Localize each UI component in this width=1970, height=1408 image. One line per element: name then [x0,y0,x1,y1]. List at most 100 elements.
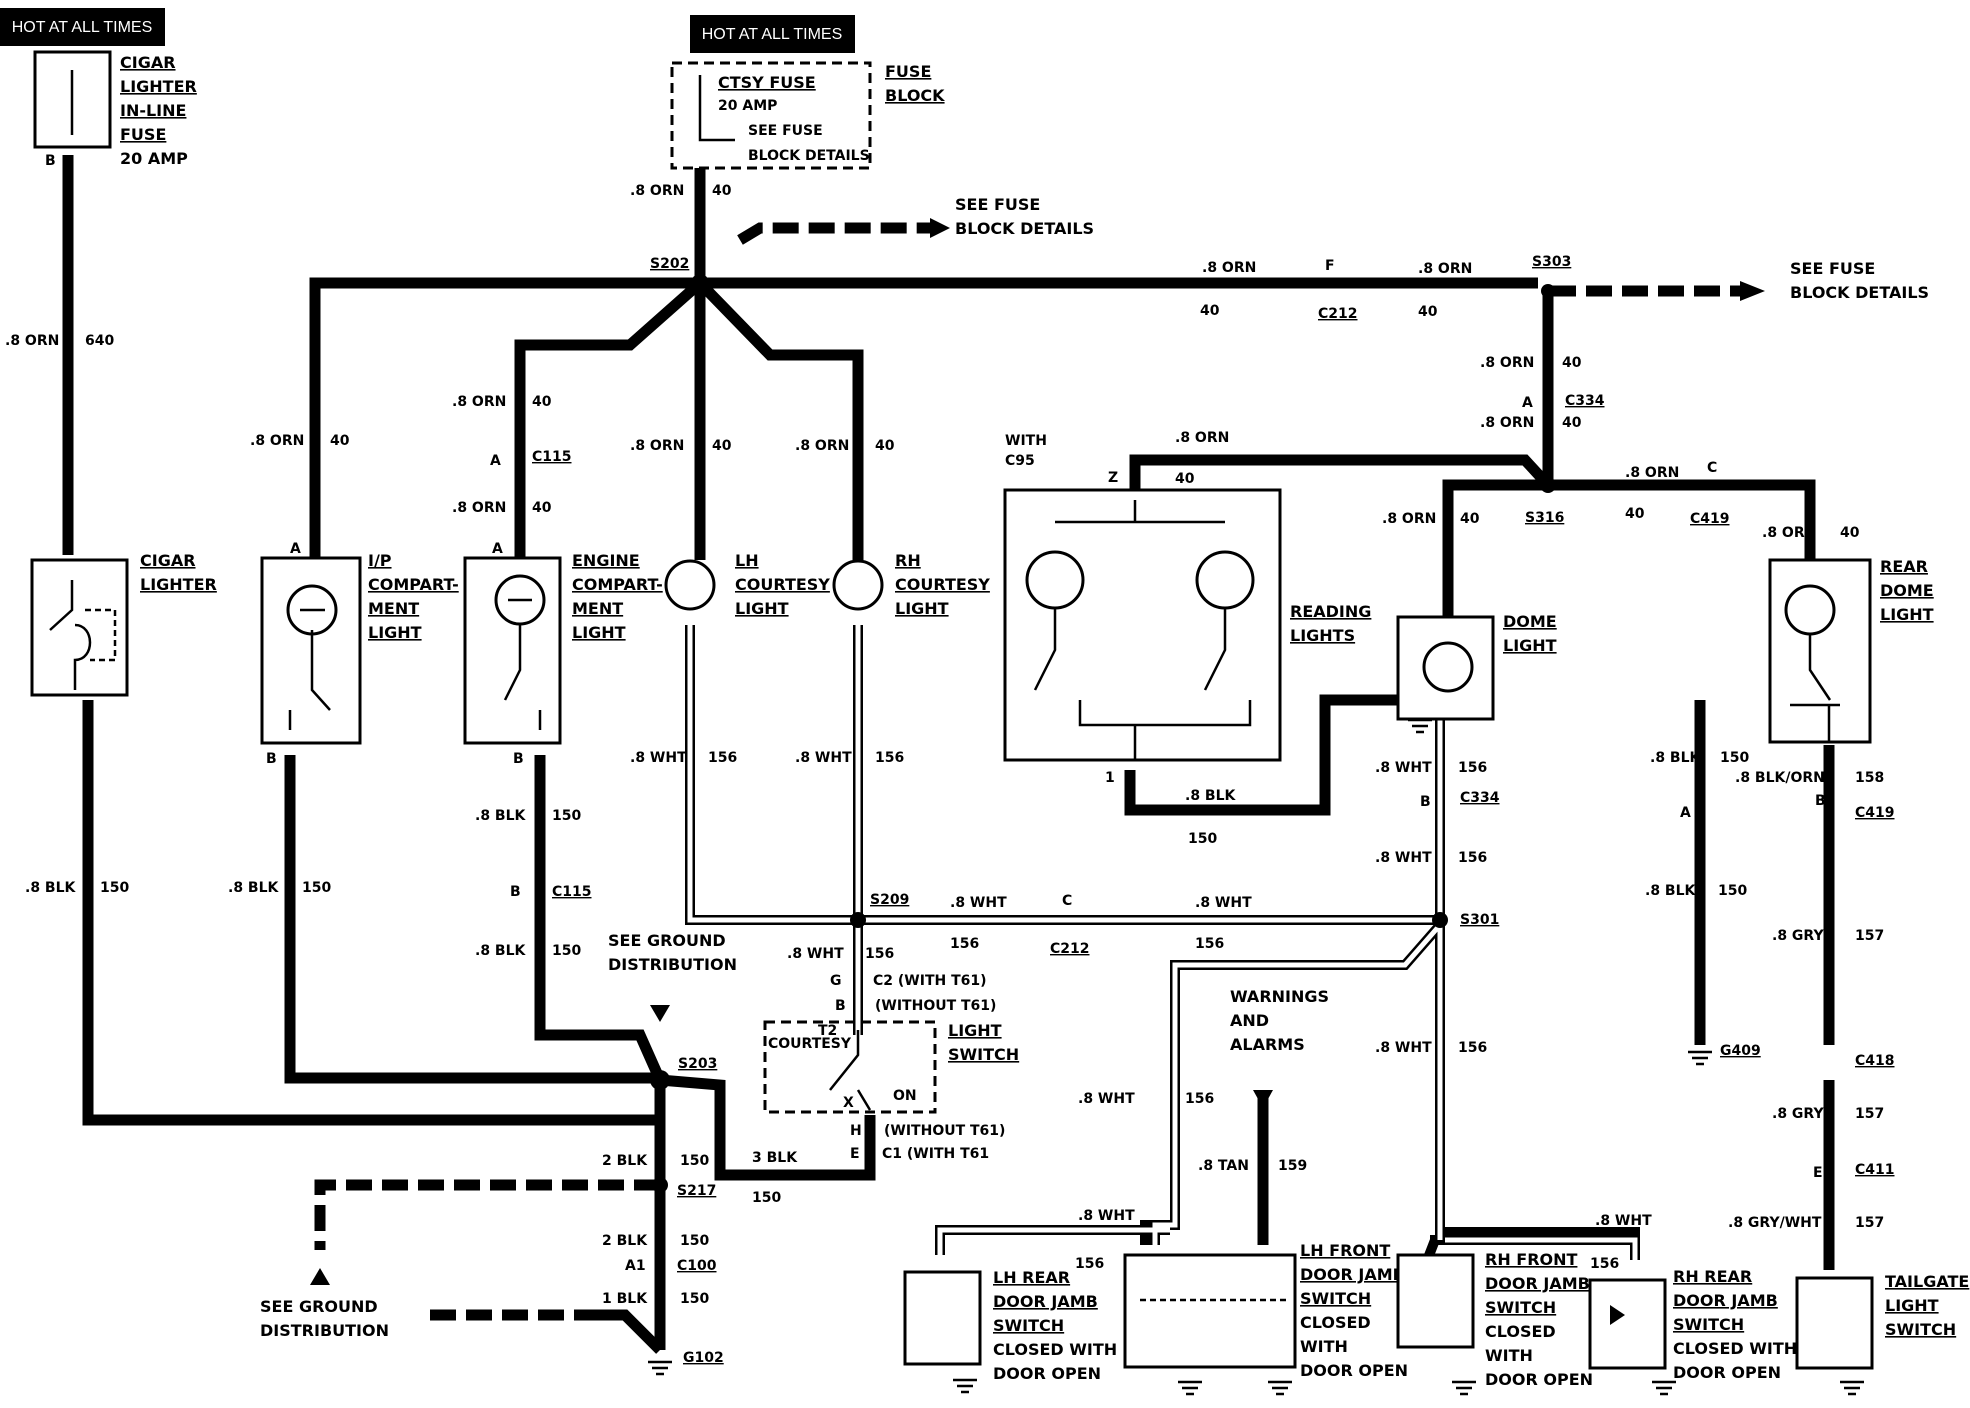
svg-text:.8 ORN: .8 ORN [452,394,506,410]
svg-text:CIGAR: CIGAR [140,551,196,570]
svg-text:DOOR OPEN: DOOR OPEN [993,1364,1101,1383]
svg-text:CLOSED: CLOSED [1485,1322,1556,1341]
svg-text:E: E [1813,1165,1823,1181]
svg-text:DOME: DOME [1503,612,1557,631]
see-fuse-details-a: SEE FUSE BLOCK DETAILS [955,195,1094,238]
ground-symbols [648,718,1864,1396]
arrow-head-a [930,218,950,238]
main-bus-wire [309,277,1538,560]
warnings-arrow [1253,1090,1273,1108]
svg-text:DOOR JAMB: DOOR JAMB [1485,1274,1590,1293]
reading-feed-wire [1129,454,1553,490]
svg-text:40: 40 [532,394,552,410]
hot-label-left: HOT AT ALL TIMES [12,19,153,36]
with-c95-label: WITH C95 [1005,433,1047,469]
svg-text:.8 ORN: .8 ORN [1202,260,1256,276]
svg-text:2 BLK: 2 BLK [602,1233,648,1249]
svg-text:DOOR JAMB: DOOR JAMB [1300,1265,1405,1284]
dome-feed-wire [1442,479,1548,620]
svg-text:C: C [1707,460,1717,476]
svg-text:LIGHT: LIGHT [1880,605,1934,624]
fuse-detail-arrow-wire [737,222,930,245]
svg-text:150: 150 [752,1190,781,1206]
svg-text:40: 40 [712,438,732,454]
cigar-ground-wire [82,700,666,1126]
svg-text:159: 159 [1278,1158,1307,1174]
svg-text:.8 BLK/ORN: .8 BLK/ORN [1735,770,1825,786]
rh-rear-jamb-box [1588,1278,1667,1370]
svg-text:.8 WHT: .8 WHT [1375,1040,1432,1056]
svg-text:C418: C418 [1855,1053,1895,1069]
svg-text:.8 WHT: .8 WHT [1375,760,1432,776]
svg-text:.8 WHT: .8 WHT [950,895,1007,911]
svg-text:LIGHT: LIGHT [368,623,422,642]
svg-text:LIGHT: LIGHT [948,1021,1002,1040]
svg-text:156: 156 [875,750,904,766]
svg-text:LIGHT: LIGHT [735,599,789,618]
svg-text:G409: G409 [1720,1043,1761,1059]
svg-text:156: 156 [708,750,737,766]
svg-text:FUSE: FUSE [885,62,931,81]
svg-text:3 BLK: 3 BLK [752,1150,798,1166]
svg-text:S316: S316 [1525,510,1564,526]
lh-rear-jamb-box [903,1270,982,1366]
cigar-lighter-box [30,558,129,697]
svg-text:B: B [510,884,521,900]
svg-text:DOOR JAMB: DOOR JAMB [1673,1291,1778,1310]
svg-text:156: 156 [1185,1091,1214,1107]
s203-switch-wire [659,1074,876,1181]
svg-text:C1 (WITH T61: C1 (WITH T61 [882,1146,989,1162]
svg-text:LIGHT: LIGHT [895,599,949,618]
svg-text:LIGHT: LIGHT [572,623,626,642]
svg-text:40: 40 [1175,471,1195,487]
svg-text:.8 BLK: .8 BLK [475,943,527,959]
see-fuse-details-b: SEE FUSE BLOCK DETAILS [1790,259,1929,302]
svg-text:LIGHTS: LIGHTS [1290,626,1355,645]
lh-courtesy-bulb-icon [664,559,716,611]
svg-text:640: 640 [85,333,114,349]
svg-text:LIGHTER: LIGHTER [140,575,217,594]
svg-text:40: 40 [1200,303,1220,319]
svg-text:.8 BLK: .8 BLK [1650,750,1702,766]
svg-text:BLOCK DETAILS: BLOCK DETAILS [955,219,1094,238]
reading-bulb-left-icon [1025,550,1085,610]
svg-text:.8 ORN: .8 ORN [1418,261,1472,277]
dome-light-label: DOME LIGHT [1503,612,1557,655]
svg-text:WITH: WITH [1300,1337,1348,1356]
svg-text:SWITCH: SWITCH [1485,1298,1556,1317]
svg-text:DOOR JAMB: DOOR JAMB [993,1292,1098,1311]
svg-text:40: 40 [532,500,552,516]
svg-text:.8 ORN: .8 ORN [1625,465,1679,481]
rear-dome-label: REAR DOME LIGHT [1880,557,1934,624]
svg-text:150: 150 [100,880,129,896]
svg-text:.8 ORN: .8 ORN [1382,511,1436,527]
svg-text:.8 BLK: .8 BLK [25,880,77,896]
svg-text:.8 ORN: .8 ORN [630,438,684,454]
cigar-fuse-label: CIGAR LIGHTER IN-LINE FUSE 20 AMP [120,53,197,168]
svg-text:40: 40 [1562,355,1582,371]
svg-text:156: 156 [1590,1256,1619,1272]
warnings-label: WARNINGS AND ALARMS [1230,987,1329,1054]
svg-text:156: 156 [1458,760,1487,776]
svg-text:IN-LINE: IN-LINE [120,101,186,120]
svg-text:A: A [492,541,503,557]
svg-text:B: B [835,998,846,1014]
svg-text:150: 150 [680,1233,709,1249]
svg-text:1 BLK: 1 BLK [602,1291,648,1307]
svg-text:156: 156 [950,936,979,952]
arrow-head-b [1740,281,1765,301]
svg-text:40: 40 [1418,304,1438,320]
svg-text:156: 156 [1195,936,1224,952]
svg-text:.8 ORN: .8 ORN [452,500,506,516]
svg-text:C115: C115 [532,449,572,465]
engine-compartment-label: ENGINE COMPART- MENT LIGHT [572,551,663,642]
see-ground-2-label: SEE GROUND DISTRIBUTION [260,1297,389,1340]
splice-dots [650,274,1556,1193]
svg-text:.8 GRY: .8 GRY [1772,928,1824,944]
svg-text:.8 WHT: .8 WHT [1078,1091,1135,1107]
svg-text:C419: C419 [1855,805,1895,821]
svg-text:SWITCH: SWITCH [948,1045,1019,1064]
svg-text:X: X [843,1095,854,1111]
svg-text:S203: S203 [678,1056,717,1072]
svg-text:.8 WHT: .8 WHT [1078,1208,1135,1224]
